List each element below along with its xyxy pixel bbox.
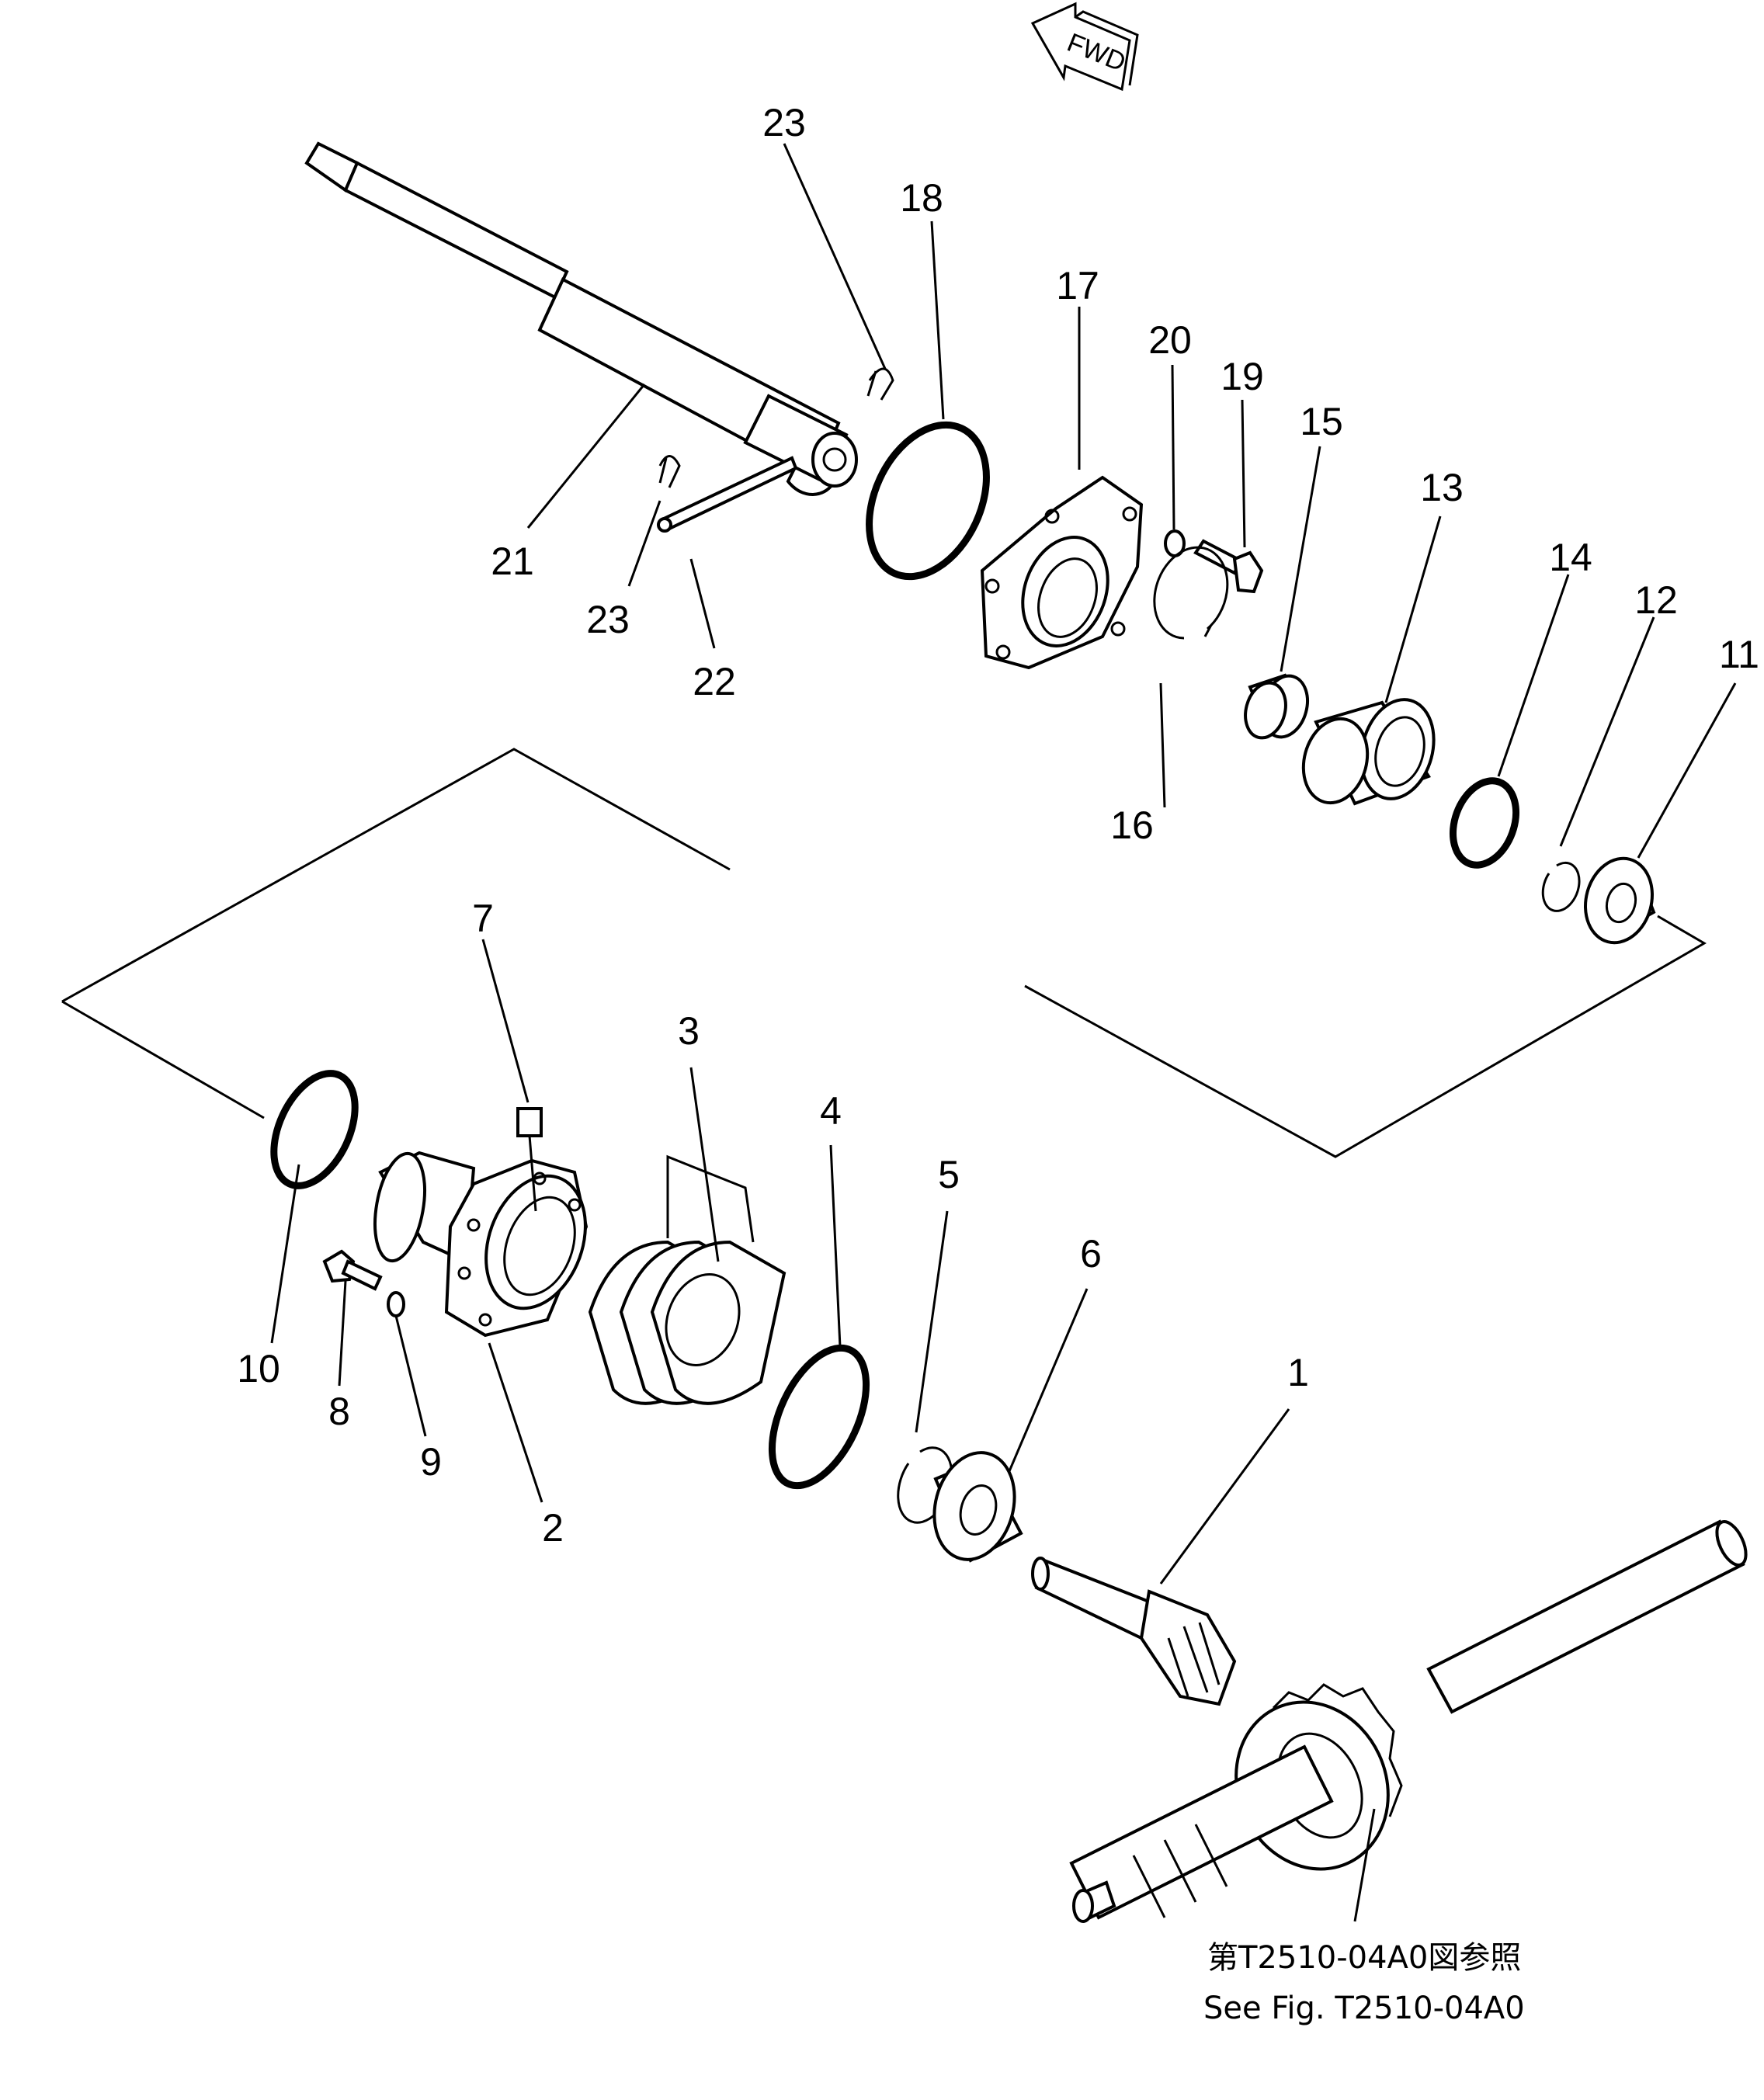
bolt-part-8 (322, 1249, 383, 1291)
callout-3: 3 (678, 1009, 700, 1053)
callout-2: 2 (542, 1506, 564, 1550)
callout-20: 20 (1148, 318, 1192, 362)
ring-part-4 (768, 1344, 870, 1490)
callout-16: 16 (1110, 804, 1154, 847)
shims-part-3 (588, 1154, 787, 1405)
callout-5: 5 (938, 1153, 960, 1196)
callout-4: 4 (820, 1089, 842, 1133)
sleeve-nut-part-13 (1301, 698, 1436, 806)
callout-8: 8 (328, 1390, 350, 1433)
fwd-arrow-icon: FWD (1030, 2, 1139, 92)
callout-6: 6 (1080, 1232, 1102, 1276)
callout-9: 9 (420, 1440, 442, 1484)
callout-1: 1 (1287, 1351, 1309, 1394)
bearing-part-6 (932, 1451, 1023, 1563)
callout-labels: 23 18 17 20 19 15 13 14 12 11 16 21 23 2… (237, 101, 1759, 1550)
differential-assembly (1069, 1519, 1748, 1923)
leader-lines (270, 143, 1737, 1922)
reference-note: 第T2510-04A0図参照 See Fig. T2510-04A0 (1203, 1940, 1525, 2026)
snap-ring-part-16 (1153, 546, 1229, 640)
callout-7: 7 (472, 897, 494, 940)
plug-part-7 (516, 1107, 543, 1212)
cage-part-2 (373, 1151, 589, 1338)
bearing-part-15 (1244, 673, 1309, 740)
callout-10: 10 (237, 1347, 280, 1390)
callout-15: 15 (1300, 400, 1343, 443)
snap-ring-part-12 (1541, 861, 1581, 912)
bearing-part-11 (1584, 856, 1656, 945)
reference-note-english: See Fig. T2510-04A0 (1203, 1991, 1525, 2026)
callout-21: 21 (491, 540, 534, 583)
callout-19: 19 (1221, 355, 1264, 398)
pinion-part-1 (1031, 1557, 1237, 1706)
callout-13: 13 (1420, 466, 1464, 509)
callout-18: 18 (900, 176, 943, 220)
cotter-pin-part-23-upper (866, 367, 894, 401)
ring-part-14 (1449, 777, 1520, 869)
o-ring-part-10 (270, 1070, 359, 1189)
shaft-part-21 (304, 141, 858, 496)
callout-23-upper: 23 (762, 101, 806, 144)
reference-note-japanese: 第T2510-04A0図参照 (1207, 1940, 1521, 1976)
washer-part-9 (387, 1291, 405, 1317)
cotter-pin-part-23-lower (658, 455, 681, 488)
callout-14: 14 (1549, 536, 1592, 579)
assembly-boundary (61, 748, 1707, 1158)
cover-plate-part-17 (980, 475, 1144, 670)
callout-12: 12 (1634, 578, 1678, 622)
o-ring-part-18 (866, 421, 990, 581)
callout-23-lower: 23 (586, 598, 630, 641)
callout-11: 11 (1719, 633, 1759, 676)
callout-17: 17 (1056, 264, 1099, 307)
callout-22: 22 (693, 660, 736, 703)
pin-part-22 (657, 456, 798, 533)
